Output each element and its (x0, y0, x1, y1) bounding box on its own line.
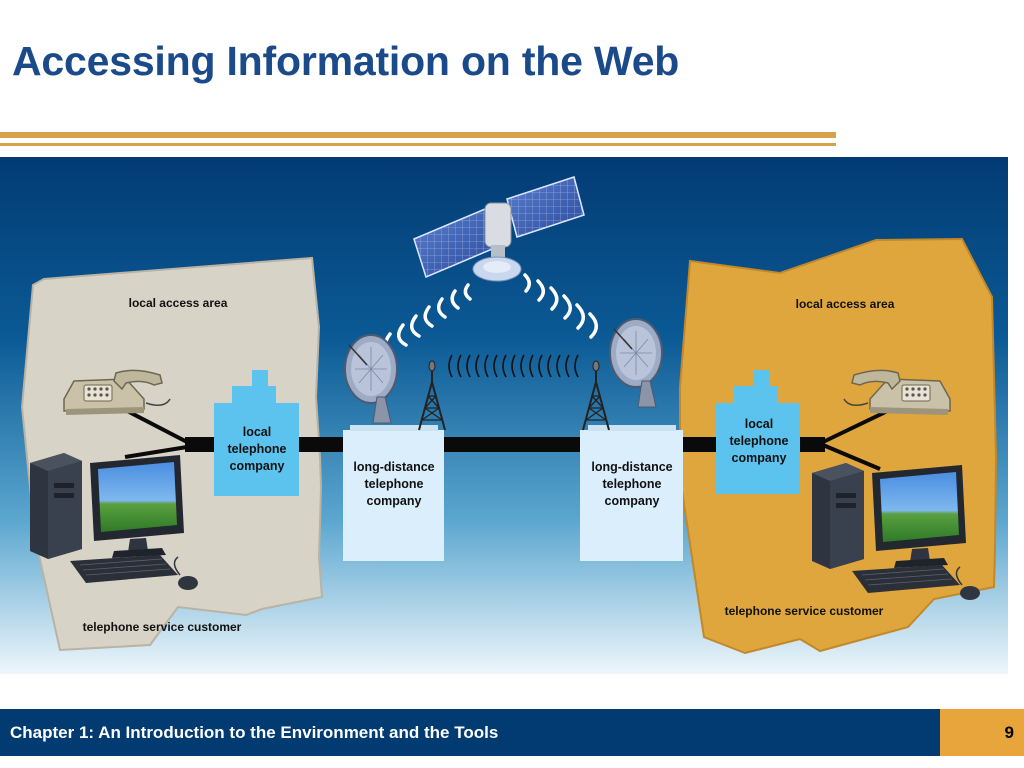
right-long-distance-label: long-distance telephone company (591, 460, 673, 508)
right-long-distance-building (580, 430, 683, 561)
title-rule-thick (0, 132, 836, 138)
chapter-title: Chapter 1: An Introduction to the Enviro… (10, 723, 499, 742)
right-customer-label: telephone service customer (724, 604, 884, 618)
slide-footer: Chapter 1: An Introduction to the Enviro… (0, 709, 1024, 756)
page-number-box: 9 (940, 709, 1024, 756)
title-rule-thin (0, 143, 836, 146)
right-local-company-building (716, 370, 800, 494)
signal-wave-icon (448, 354, 579, 378)
left-long-distance-label: long-distance telephone company (353, 460, 435, 508)
page-number: 9 (1004, 723, 1014, 742)
slide-title: Accessing Information on the Web (12, 38, 680, 84)
satellite-icon (413, 176, 585, 282)
right-local-company-label: local telephone company (729, 417, 789, 465)
right-local-access-area-label: local access area (795, 297, 895, 311)
left-customer-label: telephone service customer (82, 620, 242, 634)
diagram-canvas (0, 157, 1008, 674)
network-diagram: local access area local access area loca… (0, 157, 1008, 674)
left-local-company-building (214, 370, 299, 496)
left-long-distance-building (343, 430, 444, 561)
left-local-access-area-label: local access area (128, 296, 228, 310)
left-local-company-label: local telephone company (227, 425, 287, 473)
left-local-access-area (20, 256, 324, 652)
